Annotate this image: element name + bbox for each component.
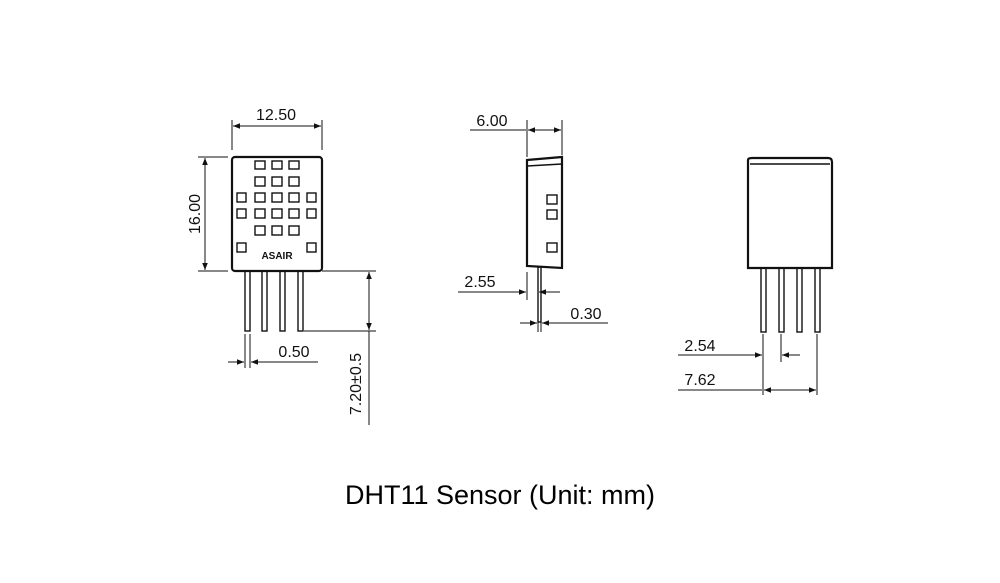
side-thickness-label: 0.30 [570, 306, 601, 323]
back-span-label: 7.62 [684, 372, 715, 389]
figure-caption: DHT11 Sensor (Unit: mm) [344, 480, 656, 510]
front-height-label: 16.00 [187, 194, 204, 234]
side-view: 6.00 2.55 0.30 [458, 113, 608, 332]
front-vent-grid [236, 160, 317, 253]
back-view: 2.54 7.62 [678, 156, 834, 395]
back-body-outline [746, 156, 834, 270]
side-depth-label: 6.00 [476, 113, 507, 130]
back-pins [760, 267, 821, 333]
front-width-label: 12.50 [256, 107, 296, 124]
front-pin-width-label: 0.50 [278, 344, 309, 361]
front-pin-length-label: 7.20±0.5 [348, 353, 365, 415]
front-pins [244, 270, 304, 332]
side-offset-label: 2.55 [464, 274, 495, 291]
front-logo-text: ASAIR [261, 251, 293, 262]
back-pitch-label: 2.54 [684, 338, 715, 355]
front-body-outline [230, 155, 324, 273]
front-view: ASAIR 12.50 16.00 0.50 7.20±0.5 [187, 107, 376, 425]
side-body-outline [525, 155, 564, 270]
